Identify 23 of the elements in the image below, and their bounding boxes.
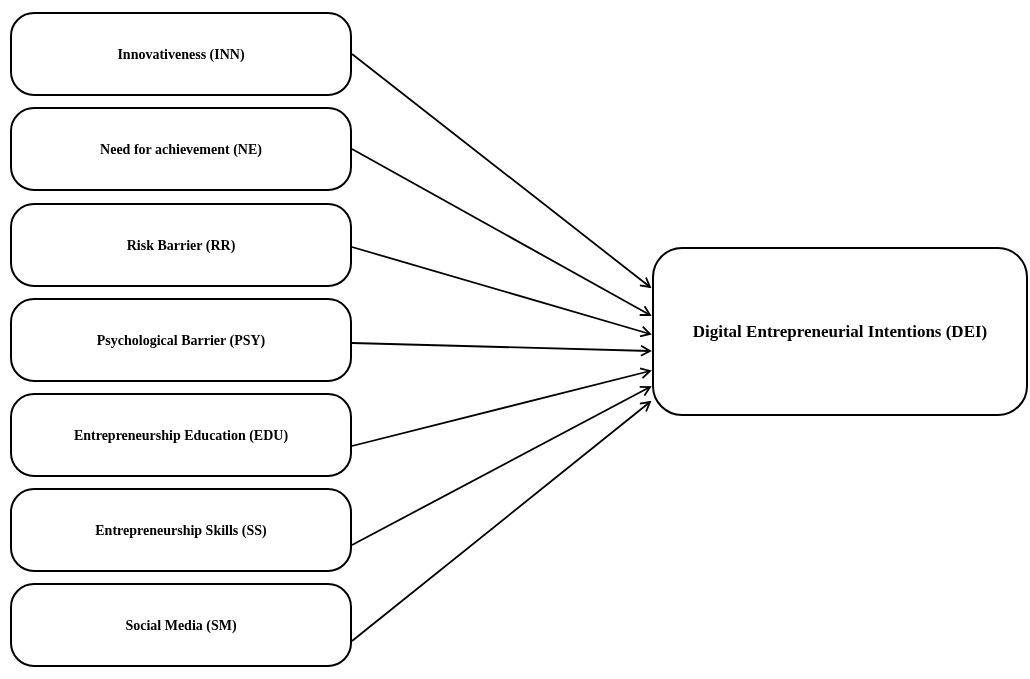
arrow bbox=[351, 342, 651, 357]
arrow bbox=[351, 53, 651, 288]
box-label: Need for achievement (NE) bbox=[100, 140, 262, 159]
box-label: Social Media (SM) bbox=[125, 616, 237, 635]
box-label: Entrepreneurship Education (EDU) bbox=[73, 426, 289, 445]
box-label: Psychological Barrier (PSY) bbox=[96, 331, 266, 350]
box-label: Innovativeness (INN) bbox=[117, 45, 245, 64]
construct-box bbox=[10, 488, 352, 572]
construct-box bbox=[10, 583, 352, 667]
construct-box bbox=[10, 12, 352, 96]
arrow bbox=[351, 367, 651, 447]
construct-box bbox=[10, 107, 352, 191]
arrow bbox=[351, 246, 651, 338]
box-label: Entrepreneurship Skills (SS) bbox=[95, 521, 267, 540]
construct-box bbox=[10, 393, 352, 477]
box-label: Digital Entrepreneurial Intentions (DEI) bbox=[692, 320, 988, 343]
construct-box bbox=[10, 298, 352, 382]
outcome-box bbox=[652, 247, 1028, 416]
box-label: Risk Barrier (RR) bbox=[126, 236, 236, 255]
construct-box bbox=[10, 203, 352, 287]
arrow bbox=[351, 148, 651, 316]
arrow bbox=[351, 401, 651, 642]
arrow bbox=[351, 385, 651, 546]
